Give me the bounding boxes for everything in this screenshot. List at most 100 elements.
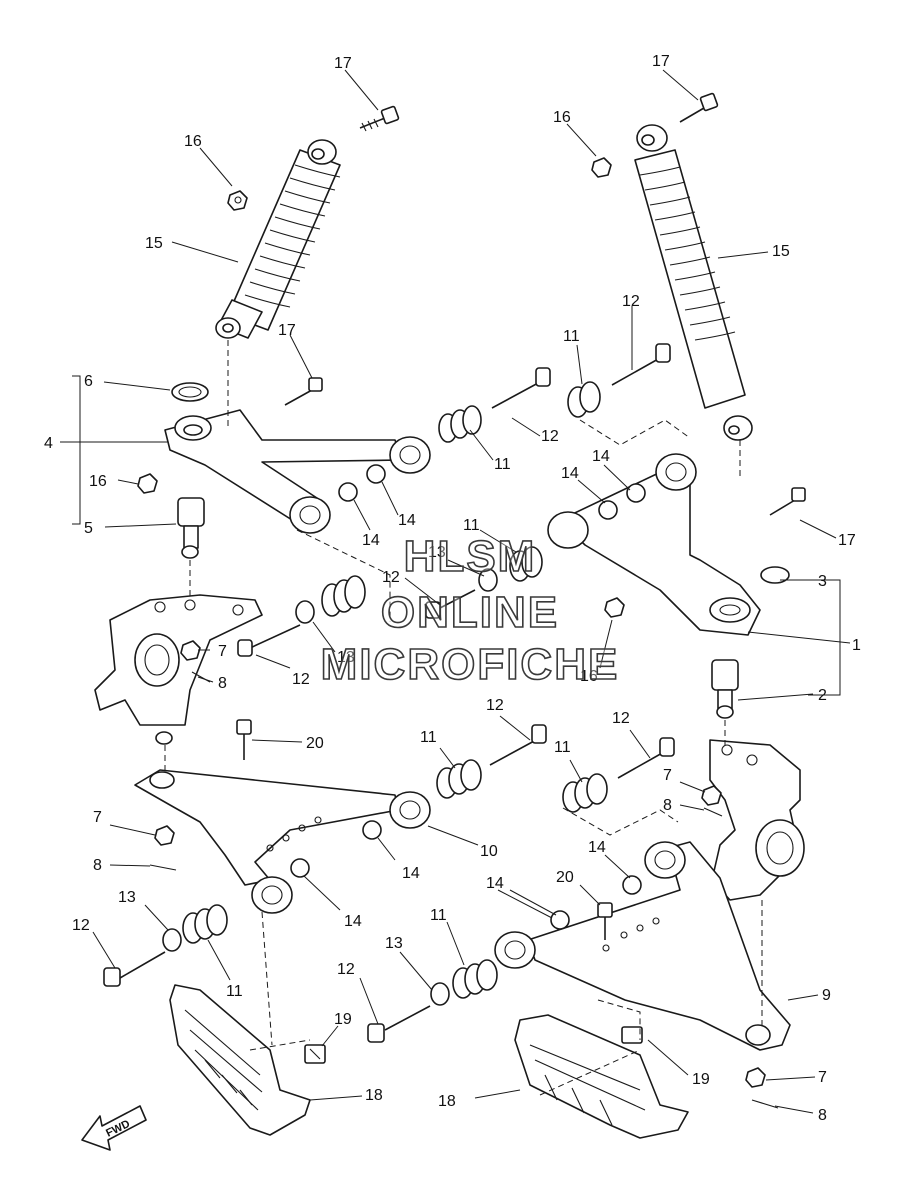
callout-17: 17 — [838, 532, 856, 549]
arm-guard-left — [169, 984, 311, 1136]
bushings-11-right-lower-b — [430, 959, 498, 1006]
callout-17: 17 — [334, 55, 352, 72]
lower-arm-right — [494, 841, 791, 1051]
callout-7: 7 — [663, 767, 672, 784]
callout-13: 13 — [428, 544, 446, 561]
arm-guard-right — [514, 1014, 689, 1139]
callout-12: 12 — [72, 917, 90, 934]
callout-14: 14 — [398, 512, 416, 529]
nut-7-left-lower — [154, 825, 175, 846]
bushings-11-left-lower-a — [436, 759, 482, 799]
callout-8: 8 — [663, 797, 672, 814]
bolt-17-right-upper-arm — [769, 487, 806, 516]
callout-6: 6 — [84, 373, 93, 390]
callout-13: 13 — [385, 935, 403, 952]
callout-8: 8 — [818, 1107, 827, 1124]
bolt-12-left-lower-a — [489, 724, 547, 766]
callout-12: 12 — [622, 293, 640, 310]
callout-12: 12 — [541, 428, 559, 445]
forward-direction-arrow: FWD — [81, 1105, 147, 1151]
bushings-lower-mid — [295, 575, 366, 624]
callout-2: 2 — [818, 687, 827, 704]
nut-16-right-shock — [591, 157, 612, 178]
bolt-17-left-upper-arm — [284, 377, 323, 406]
bolt-12-left-upper — [491, 367, 551, 409]
bushings-11-left-upper — [438, 405, 482, 443]
nut-16-right-upper-arm — [604, 597, 625, 618]
callout-8: 8 — [93, 857, 102, 874]
bolt-17-right-shock-top — [679, 92, 719, 123]
callout-13: 13 — [337, 649, 355, 666]
pin-8-right-knuckle — [703, 807, 723, 817]
clip-19-left — [304, 1044, 326, 1064]
callout-5: 5 — [84, 520, 93, 537]
bolt-17-left-shock-top — [359, 105, 400, 132]
callout-14: 14 — [362, 532, 380, 549]
callout-18: 18 — [438, 1093, 456, 1110]
shock-absorber-right — [634, 124, 753, 441]
callout-15: 15 — [145, 235, 163, 252]
callout-7: 7 — [218, 643, 227, 660]
upper-arm-left — [164, 409, 431, 534]
callout-11: 11 — [226, 983, 243, 1000]
callout-14: 14 — [561, 465, 579, 482]
callout-15: 15 — [772, 243, 790, 260]
callout-11: 11 — [430, 907, 447, 924]
callout-20: 20 — [556, 869, 574, 886]
callout-18: 18 — [365, 1087, 383, 1104]
bolt-12-right-lower-b — [367, 1005, 431, 1043]
bolt-12-left-mid — [237, 624, 301, 657]
callout-20: 20 — [306, 735, 324, 752]
nut-16-left-upper-arm — [137, 473, 158, 494]
callout-12: 12 — [486, 697, 504, 714]
bolt-20-right-lower — [597, 902, 613, 940]
nut-16-left-shock — [227, 190, 248, 211]
pin-8-left-lower — [149, 864, 177, 871]
callout-12: 12 — [292, 671, 310, 688]
callout-11: 11 — [554, 739, 571, 756]
callout-12: 12 — [337, 961, 355, 978]
alignment-lines — [164, 340, 763, 1096]
collars-14-left-upper — [338, 464, 386, 502]
bushings-11-right-upper — [567, 381, 601, 418]
lower-arm-left — [134, 769, 431, 914]
callout-13: 13 — [118, 889, 136, 906]
nut-7-right-lower — [745, 1067, 766, 1088]
ball-joint-5-left — [177, 497, 205, 559]
nut-7-left-knuckle — [180, 640, 201, 661]
callout-7: 7 — [93, 809, 102, 826]
bolt-12-left-lower-b — [103, 951, 166, 987]
collars-14-left-lower — [290, 820, 382, 878]
nut-7-right-knuckle — [701, 785, 722, 806]
clip-19-right — [621, 1026, 643, 1044]
callout-19: 19 — [334, 1011, 352, 1028]
callout-12: 12 — [382, 569, 400, 586]
callout-3: 3 — [818, 573, 827, 590]
bushings-11-right-mid — [478, 546, 543, 592]
bolt-12-right-upper — [611, 343, 671, 386]
steering-knuckle-left — [94, 594, 263, 745]
callout-11: 11 — [463, 517, 480, 534]
callout-17: 17 — [652, 53, 670, 70]
callout-1: 1 — [852, 637, 861, 654]
bolt-12-right-lower-a — [617, 737, 675, 779]
callout-7: 7 — [818, 1069, 827, 1086]
callout-14: 14 — [592, 448, 610, 465]
callout-14: 14 — [588, 839, 606, 856]
callout-4: 4 — [44, 435, 53, 452]
collars-14-right-upper — [598, 483, 646, 520]
callout-14: 14 — [344, 913, 362, 930]
bolt-12-right-mid — [425, 589, 476, 619]
callout-16: 16 — [89, 473, 107, 490]
callout-12: 12 — [612, 710, 630, 727]
callout-19: 19 — [692, 1071, 710, 1088]
callout-11: 11 — [420, 729, 437, 746]
callout-16: 16 — [580, 668, 598, 685]
callout-10: 10 — [480, 843, 498, 860]
circlip-3-right — [760, 566, 790, 584]
callout-14: 14 — [486, 875, 504, 892]
callout-17: 17 — [278, 322, 296, 339]
bushings-11-right-lower-a — [562, 773, 608, 813]
